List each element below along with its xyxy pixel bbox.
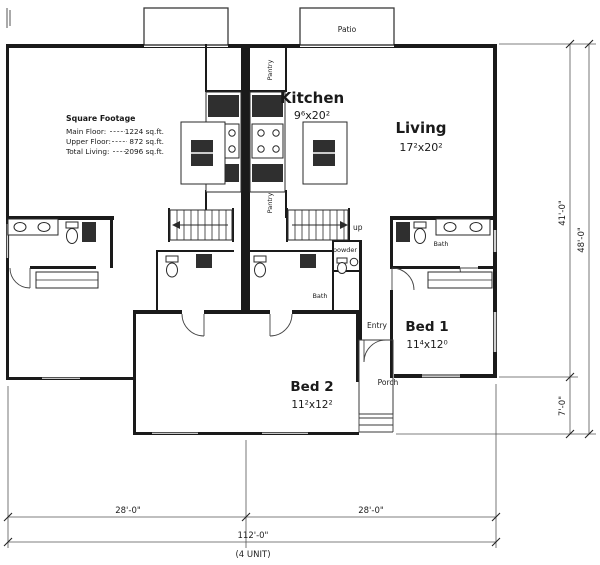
up-label: up: [353, 223, 363, 232]
dimension-lines: 41'-0" 7'-0" 48'-0" 28'-0" 28'-0" 112'-0…: [3, 39, 596, 560]
sqft-row-value: 2096 sq.ft.: [125, 147, 164, 156]
bath-fixtures-upper-right: [396, 218, 493, 289]
sink-symbol: [196, 254, 212, 268]
dim-right-main: 41'-0": [558, 200, 568, 226]
toilet-symbol: [253, 255, 267, 263]
dim-right-overall: 48'-0": [577, 227, 587, 253]
kitchen-fixtures-left-unit: [180, 91, 242, 193]
sqft-row-value: 1224 sq.ft.: [125, 127, 164, 136]
room-labels: Kitchen 9⁶x20² Living 17²x20² Bed 1 11⁴x…: [266, 59, 449, 411]
bath-fixtures-upper-left: [7, 218, 99, 289]
dim-bottom-overall: 112'-0": [238, 531, 269, 541]
bath-fixtures-center-right: [253, 254, 316, 278]
bath-center-label: Bath: [312, 292, 327, 300]
range-symbol: [251, 123, 284, 159]
patio-label: Patio: [338, 25, 357, 34]
toilet-symbol: [65, 221, 79, 229]
bath-fixtures-center-left: [165, 254, 212, 278]
bed1-name: Bed 1: [405, 319, 448, 335]
shower-symbol: [82, 222, 96, 242]
units-note: (4 UNIT): [235, 550, 270, 560]
walls: [6, 44, 497, 435]
pantry-top-label: Pantry: [266, 59, 274, 80]
sqft-title: Square Footage: [66, 114, 135, 123]
dishwasher-symbol: [252, 164, 283, 182]
kitchen-fixtures-right-unit: [249, 91, 348, 193]
kitchen-name: Kitchen: [280, 89, 344, 107]
powder-fixtures: [336, 257, 359, 274]
dim-right-porch: 7'-0": [558, 396, 568, 416]
stairs-left-unit: [169, 209, 233, 241]
dim-bottom-right: 28'-0": [358, 506, 384, 516]
sqft-row-label: Main Floor:: [66, 127, 106, 136]
powder-label: powder: [333, 246, 358, 254]
shower-symbol: [396, 222, 410, 242]
bed2-size: 11²x12²: [291, 399, 332, 411]
living-name: Living: [395, 119, 446, 137]
patio-slabs: Patio: [143, 7, 395, 46]
sqft-row-value: 872 sq.ft.: [129, 137, 164, 146]
dim-bottom-left: 28'-0": [115, 506, 141, 516]
windows: [6, 44, 497, 435]
bath-upper-label: Bath: [433, 240, 448, 248]
sink-symbol: [300, 254, 316, 268]
fridge-symbol: [208, 95, 239, 117]
fridge-symbol: [252, 95, 283, 117]
porch-label: Porch: [378, 378, 399, 387]
toilet-symbol: [413, 221, 427, 229]
entry-label: Entry: [367, 321, 388, 330]
porch-area: [358, 339, 394, 433]
living-size: 17²x20²: [399, 141, 442, 154]
kitchen-size: 9⁶x20²: [294, 109, 330, 122]
bed2-name: Bed 2: [290, 379, 333, 395]
bed1-size: 11⁴x12⁰: [406, 339, 447, 351]
pantry-bottom-label: Pantry: [266, 192, 274, 213]
sqft-row-label: Total Living:: [65, 147, 110, 156]
toilet-symbol: [165, 255, 179, 263]
square-footage-note: Square Footage Main Floor: 1224 sq.ft. U…: [65, 114, 164, 156]
left-edge-marks: [6, 8, 11, 28]
stairs-right-unit: [287, 209, 349, 241]
sqft-row-label: Upper Floor:: [66, 137, 111, 146]
sink-symbol: [349, 257, 359, 267]
